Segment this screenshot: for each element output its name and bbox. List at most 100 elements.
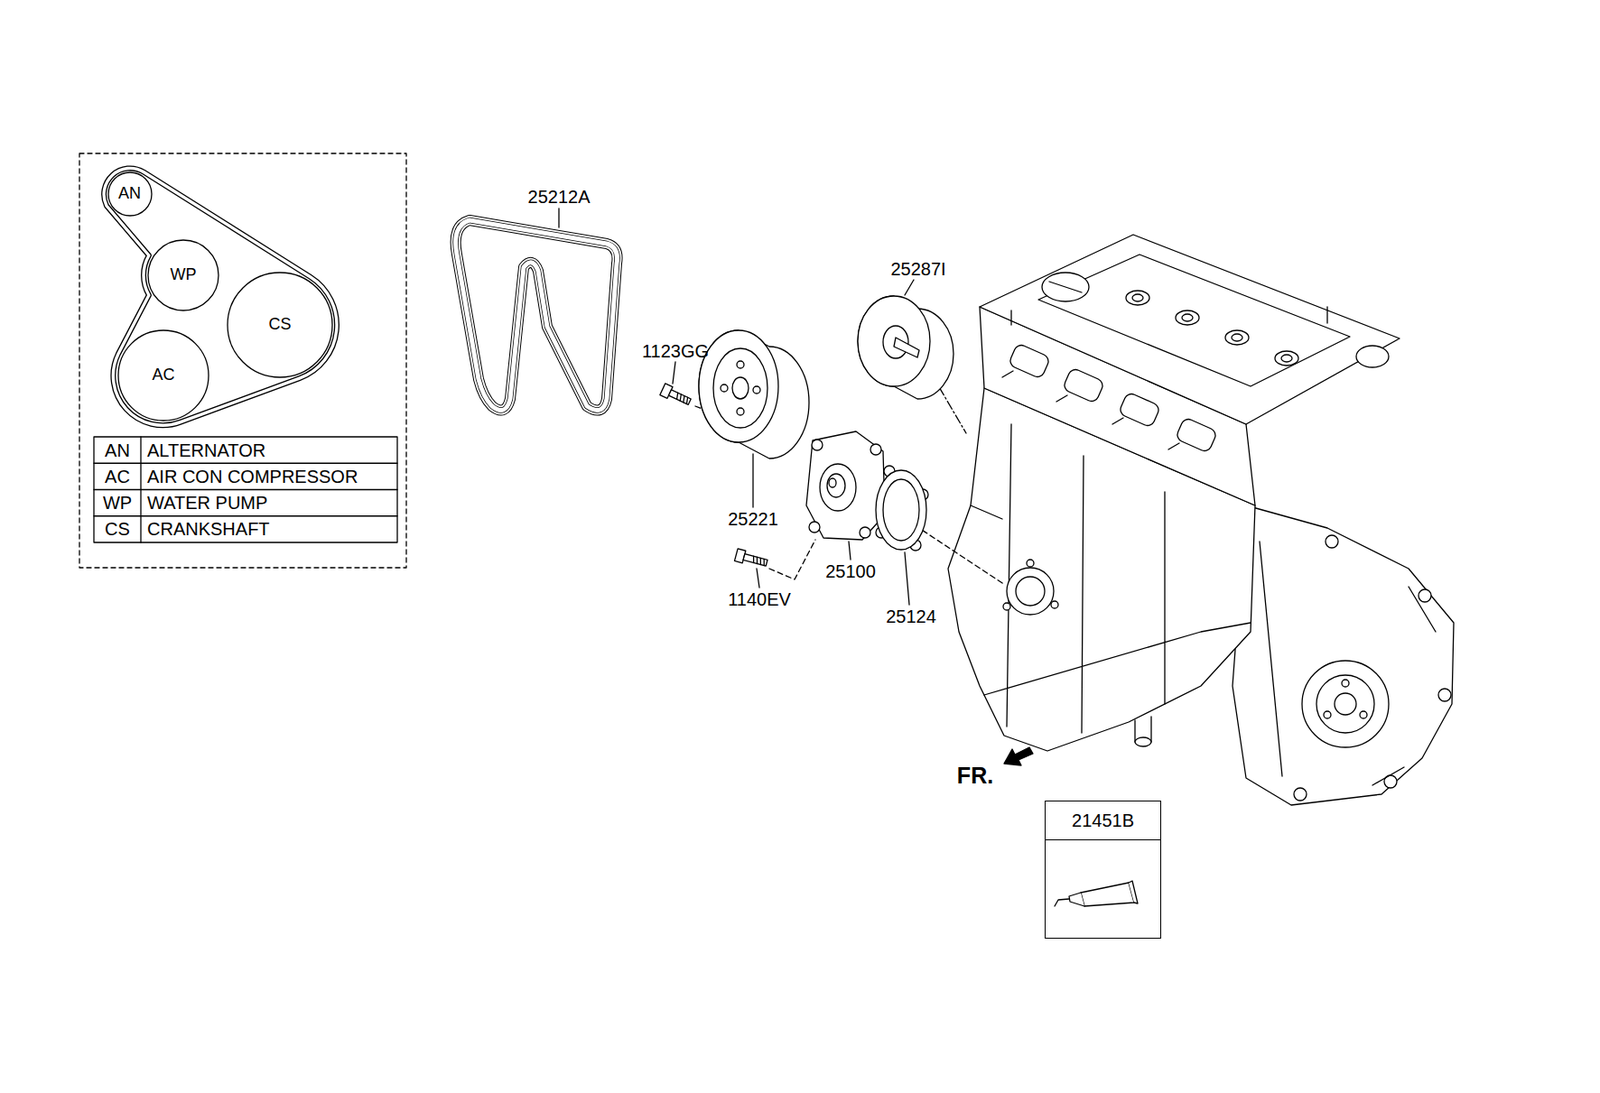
bolt-shank bbox=[669, 390, 692, 405]
thermostat-housing bbox=[1356, 345, 1389, 368]
intake-port bbox=[1061, 367, 1105, 404]
gasket-bore bbox=[883, 479, 920, 541]
water-pump-pulley bbox=[698, 330, 810, 459]
pulley-body bbox=[698, 330, 810, 459]
part-box: 21451B bbox=[1044, 800, 1162, 940]
circle-label: WP bbox=[170, 266, 197, 285]
pump-ear bbox=[859, 527, 871, 539]
mount-hole bbox=[1003, 603, 1011, 611]
leader-line bbox=[904, 279, 914, 296]
intake-port bbox=[1174, 417, 1218, 454]
circle-label: CS bbox=[268, 316, 291, 335]
belt-body bbox=[455, 220, 618, 411]
idler-pulley bbox=[857, 296, 954, 400]
hub-hole bbox=[1359, 711, 1368, 719]
callout-number: 25287I bbox=[890, 259, 946, 280]
pump-ear bbox=[870, 444, 882, 456]
pulley-face bbox=[698, 330, 779, 443]
plug-bore bbox=[1132, 294, 1144, 302]
callout-number: 25221 bbox=[727, 509, 779, 530]
table-rules bbox=[93, 437, 398, 543]
hub-hole bbox=[1341, 679, 1349, 688]
housing-rib bbox=[1259, 541, 1436, 786]
table-cell: CS bbox=[104, 519, 131, 540]
drive-belt bbox=[455, 220, 618, 411]
bolt-thread bbox=[675, 392, 690, 404]
belt-route-inner bbox=[103, 167, 337, 426]
drain-stub-end bbox=[1134, 737, 1152, 747]
sealant-tube bbox=[1054, 881, 1138, 907]
hub-hole bbox=[1323, 711, 1331, 719]
circle-label: AC bbox=[151, 366, 175, 385]
front-arrow bbox=[1004, 747, 1033, 766]
bolt bbox=[734, 548, 768, 570]
plug-well bbox=[1274, 351, 1299, 366]
circle-text-holder: AN bbox=[107, 171, 153, 217]
pulley-hole bbox=[753, 386, 761, 394]
leader-line bbox=[904, 552, 910, 605]
table-cell: AC bbox=[104, 466, 131, 487]
pump-ear bbox=[809, 521, 820, 533]
belt-route bbox=[103, 167, 337, 426]
callout-number: 1140EV bbox=[727, 589, 791, 610]
leader-line bbox=[672, 362, 676, 384]
pump-gasket bbox=[875, 465, 929, 551]
pump-mount bbox=[1006, 567, 1054, 615]
oil-filler-cap bbox=[1041, 272, 1089, 302]
mount-hole bbox=[1051, 601, 1059, 609]
cylinder-block bbox=[948, 388, 1256, 752]
pulley-circle: AN bbox=[107, 171, 153, 217]
plug-bore bbox=[1181, 314, 1193, 322]
leader-line bbox=[752, 454, 754, 508]
pulley-circle: AC bbox=[117, 329, 210, 422]
belt-outline bbox=[455, 220, 618, 411]
plug-well bbox=[1175, 310, 1200, 326]
bolt-thread bbox=[752, 556, 766, 566]
pump-mount-bore bbox=[1015, 576, 1045, 606]
bolt-boss bbox=[1438, 688, 1452, 702]
gasket-ring bbox=[875, 470, 927, 550]
tube-nozzle bbox=[1069, 893, 1085, 907]
bolt-shank bbox=[743, 554, 768, 567]
pulley-hole bbox=[736, 408, 745, 416]
pulley-body bbox=[857, 296, 954, 400]
pulley-hole bbox=[736, 361, 745, 369]
water-pump bbox=[806, 431, 885, 540]
cover-rib bbox=[1038, 254, 1350, 387]
mount-hole bbox=[1026, 559, 1034, 568]
callout-number: 1123GG bbox=[641, 341, 709, 362]
circle-shape bbox=[227, 272, 333, 378]
pump-boss bbox=[819, 464, 856, 512]
circle-shape bbox=[108, 172, 152, 216]
intake-port bbox=[1117, 391, 1161, 428]
table-cell: CRANKSHAFT bbox=[147, 519, 270, 540]
callout-number: 25124 bbox=[885, 606, 937, 627]
cap-grip bbox=[1049, 281, 1082, 293]
plug-well bbox=[1125, 290, 1150, 306]
bolt bbox=[660, 383, 693, 409]
belt-rib bbox=[455, 220, 618, 411]
bolt-boss bbox=[1293, 788, 1307, 801]
circle-label: AN bbox=[118, 185, 141, 204]
table-cell: WP bbox=[102, 493, 132, 513]
flywheel-flange bbox=[1302, 660, 1389, 748]
cover-stud bbox=[1011, 306, 1328, 326]
plug-well bbox=[1225, 330, 1249, 345]
pump-ear bbox=[811, 439, 823, 451]
cam-cover bbox=[979, 234, 1400, 425]
table-cell: AIR CON COMPRESSOR bbox=[147, 466, 358, 487]
tube-crimp bbox=[1128, 881, 1138, 904]
pulley-hub bbox=[732, 377, 749, 400]
pump-housing bbox=[806, 431, 885, 540]
box-header: 21451B bbox=[1045, 801, 1161, 841]
pulley-web bbox=[713, 348, 768, 428]
pulley-shaft bbox=[893, 337, 920, 358]
tube-tip bbox=[1054, 899, 1070, 907]
plug-bore bbox=[1281, 354, 1293, 363]
pulley-hole bbox=[720, 384, 728, 392]
table-cell: ALTERNATOR bbox=[147, 440, 266, 461]
circle-text-holder: CS bbox=[226, 271, 334, 379]
